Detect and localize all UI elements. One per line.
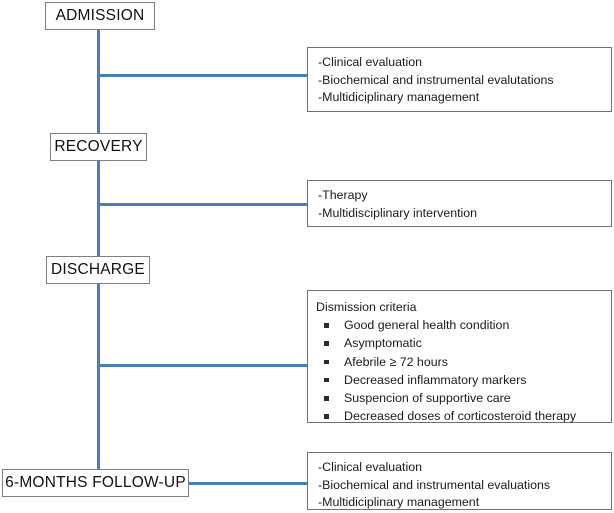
criteria-title: Dismission criteria (316, 300, 417, 314)
panel-admission-actions: -Clinical evaluation -Biochemical and in… (307, 47, 612, 112)
criteria-item-label: Afebrile ≥ 72 hours (344, 354, 448, 369)
stage-label-admission: ADMISSION (55, 7, 145, 24)
stage-box-admission[interactable]: ADMISSION (45, 2, 155, 30)
criteria-item-label: Good general health condition (344, 318, 510, 332)
panel-line: -Multidiciplinary management (318, 90, 480, 104)
panel-line: -Multidisciplinary intervention (318, 205, 478, 220)
panel-followup-actions: -Clinical evaluation -Biochemical and in… (307, 452, 612, 510)
stage-label-followup: 6-MONTHS FOLLOW-UP (5, 474, 186, 491)
criteria-item: Asymptomatic (316, 334, 611, 352)
criteria-item: Good general health condition (316, 316, 611, 334)
panel-line: -Biochemical and instrumental evalutatio… (318, 72, 554, 87)
panel-discharge-criteria: Dismission criteria Good general health … (307, 290, 612, 423)
stage-box-recovery[interactable]: RECOVERY (50, 133, 147, 161)
criteria-item: Decreased doses of corticosteroid therap… (316, 407, 611, 425)
criteria-item: Afebrile ≥ 72 hours (316, 353, 611, 371)
connector-discharge-to-followup (96, 281, 100, 473)
connector-admission-to-recovery (96, 29, 100, 135)
criteria-item-label: Decreased doses of corticosteroid therap… (344, 409, 577, 424)
criteria-item: Suspencion of supportive care (316, 389, 611, 407)
panel-line: -Clinical evaluation (318, 55, 422, 69)
stage-label-discharge: DISCHARGE (51, 261, 145, 278)
criteria-item-label: Asymptomatic (344, 336, 422, 351)
connector-recovery-to-discharge (96, 159, 100, 257)
panel-recovery-actions: -Therapy -Multidisciplinary intervention (307, 180, 612, 227)
panel-line: -Biochemical and instrumental evaluation… (318, 477, 551, 492)
criteria-item-label: Suspencion of supportive care (344, 391, 511, 406)
bullet-square-icon (324, 377, 329, 383)
stage-box-discharge[interactable]: DISCHARGE (46, 256, 150, 284)
stage-box-followup[interactable]: 6-MONTHS FOLLOW-UP (2, 469, 189, 497)
bullet-square-icon (324, 359, 329, 365)
connector-followup-branch (188, 482, 309, 486)
bullet-square-icon (324, 396, 329, 401)
criteria-list: Good general health condition Asymptomat… (316, 316, 611, 426)
connector-recovery-branch (96, 203, 309, 207)
bullet-square-icon (324, 323, 329, 328)
bullet-square-icon (324, 341, 329, 346)
connector-admission-branch (96, 74, 309, 78)
criteria-item: Decreased inflammatory markers (316, 371, 611, 389)
bullet-square-icon (324, 414, 329, 419)
stage-label-recovery: RECOVERY (54, 138, 143, 155)
panel-line: -Clinical evaluation (318, 460, 422, 474)
panel-line: -Multidiciplinary management (318, 495, 480, 509)
panel-line: -Therapy (318, 188, 368, 202)
criteria-item-label: Decreased inflammatory markers (344, 372, 527, 387)
connector-discharge-branch (96, 364, 309, 368)
